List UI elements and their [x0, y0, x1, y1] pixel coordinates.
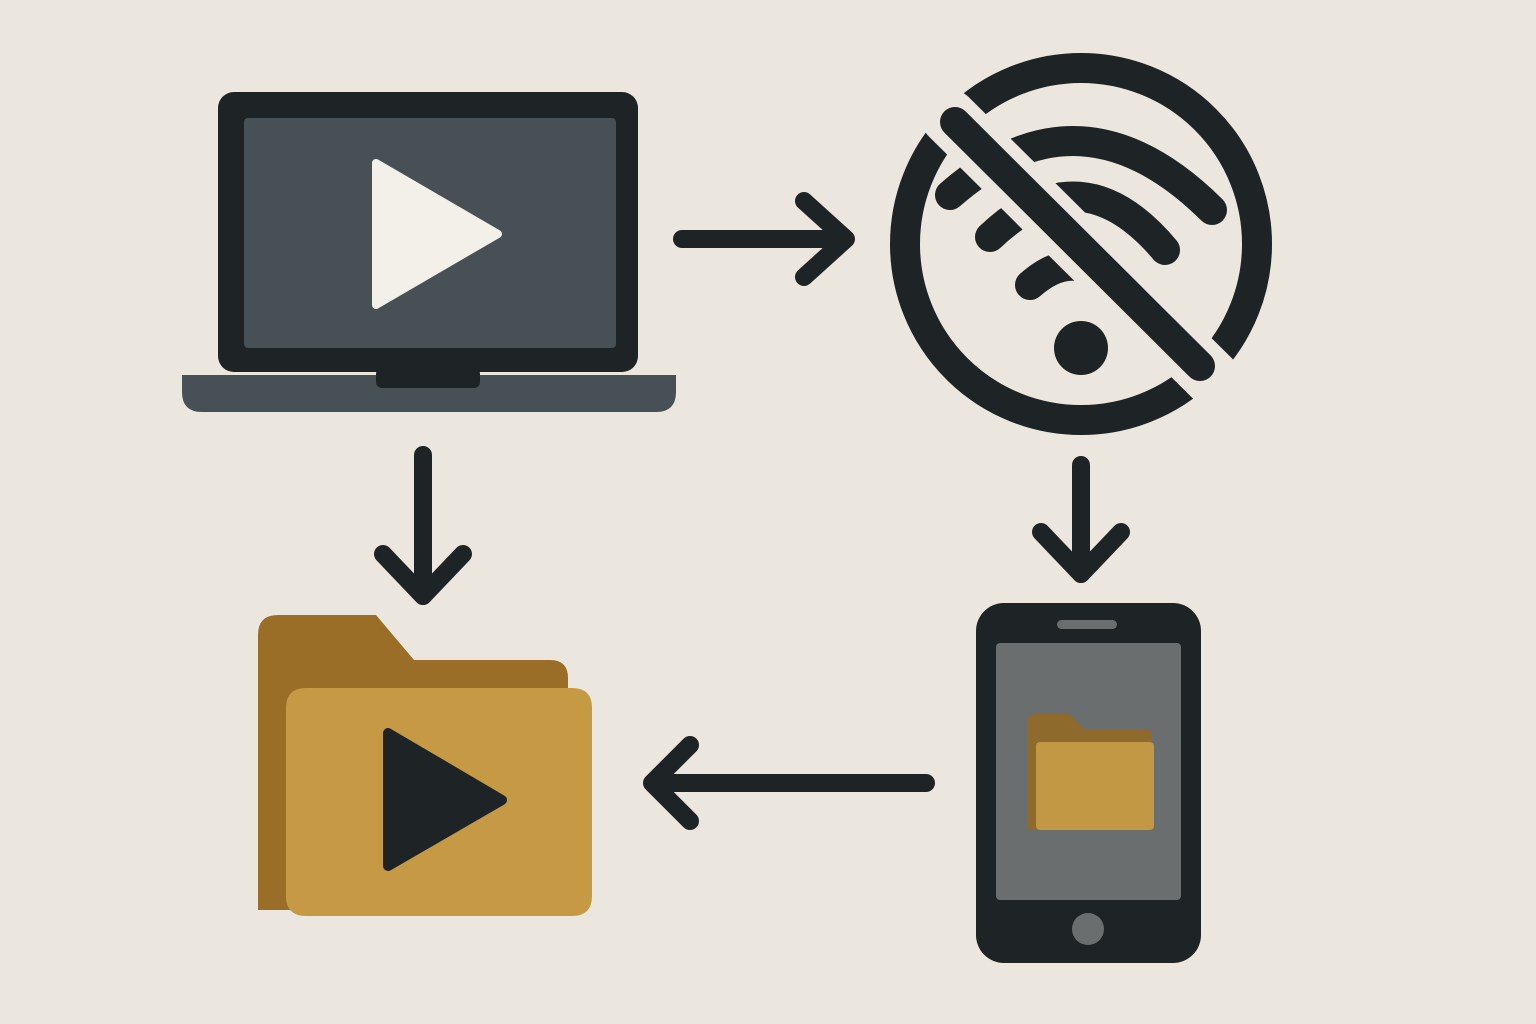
- phone-home-button: [1072, 913, 1104, 945]
- play-icon: [383, 728, 507, 871]
- folder-front: [1036, 742, 1154, 830]
- prohibited-ring: [890, 53, 1272, 435]
- arrow-left: [643, 736, 935, 830]
- prohibited-slash: [940, 107, 1215, 381]
- phone-speaker: [1057, 620, 1117, 629]
- video-folder-icon: [258, 615, 592, 916]
- arrow-down: [1032, 456, 1130, 583]
- laptop-hinge-notch: [376, 368, 480, 388]
- laptop-play-icon: [182, 92, 676, 412]
- no-wifi-icon: [890, 53, 1272, 435]
- laptop-base: [182, 375, 676, 412]
- wifi-dot: [1054, 321, 1108, 375]
- play-icon: [372, 159, 502, 309]
- arrow-down: [374, 446, 472, 605]
- phone-folder-icon: [976, 603, 1201, 963]
- arrow-right: [673, 192, 855, 286]
